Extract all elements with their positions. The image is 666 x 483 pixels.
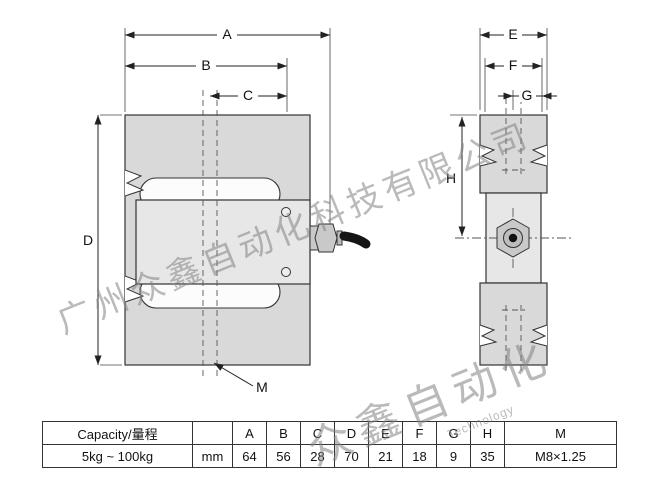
side-break-bl-icon bbox=[479, 324, 498, 347]
front-view: A B C D M bbox=[83, 26, 371, 395]
dim-label-e: E bbox=[508, 26, 517, 42]
side-break-tl-icon bbox=[479, 144, 498, 167]
dim-label-g: G bbox=[522, 87, 533, 103]
value-g: 9 bbox=[436, 444, 471, 468]
value-capacity: 5kg ~ 100kg bbox=[42, 444, 193, 468]
header-a: A bbox=[232, 421, 267, 445]
value-b: 56 bbox=[266, 444, 301, 468]
dimension-table: Capacity/量程 A B C D E F G H M 5kg ~ 100k… bbox=[42, 421, 617, 468]
dim-label-bg-b bbox=[196, 58, 216, 74]
front-top-break-bg bbox=[125, 170, 143, 196]
value-e: 21 bbox=[368, 444, 403, 468]
header-h: H bbox=[470, 421, 505, 445]
side-view: E F G H bbox=[446, 26, 573, 372]
header-e: E bbox=[368, 421, 403, 445]
value-d: 70 bbox=[334, 444, 369, 468]
side-bottom-block bbox=[479, 282, 548, 366]
header-c: C bbox=[300, 421, 335, 445]
value-f: 18 bbox=[402, 444, 437, 468]
header-d: D bbox=[334, 421, 369, 445]
value-m: M8×1.25 bbox=[504, 444, 617, 468]
dim-label-f: F bbox=[509, 57, 518, 73]
header-capacity: Capacity/量程 bbox=[42, 421, 193, 445]
dim-label-m: M bbox=[256, 379, 268, 395]
technical-drawing: A B C D M bbox=[83, 26, 573, 395]
table-value-row: 5kg ~ 100kg mm 64 56 28 70 21 18 9 35 M8… bbox=[42, 444, 617, 468]
table-header-row: Capacity/量程 A B C D E F G H M bbox=[42, 421, 617, 445]
value-h: 35 bbox=[470, 444, 505, 468]
header-m: M bbox=[504, 421, 617, 445]
header-f: F bbox=[402, 421, 437, 445]
dim-label-h: H bbox=[446, 170, 456, 186]
front-screw-hole-top bbox=[281, 207, 291, 217]
side-top-block bbox=[479, 114, 548, 194]
value-a: 64 bbox=[232, 444, 267, 468]
dim-label-a: A bbox=[222, 26, 232, 42]
dim-label-bg-c bbox=[238, 88, 258, 104]
header-unit bbox=[192, 421, 233, 445]
side-break-tr-icon bbox=[529, 144, 548, 167]
header-g: G bbox=[436, 421, 471, 445]
dim-label-c: C bbox=[243, 87, 253, 103]
dim-label-bg-a bbox=[217, 27, 237, 43]
cable-gland-nut bbox=[314, 223, 338, 253]
front-screw-hole-bottom bbox=[281, 267, 291, 277]
front-top-break-icon bbox=[124, 169, 145, 197]
dim-label-bg-f bbox=[504, 58, 522, 74]
header-b: B bbox=[266, 421, 301, 445]
side-break-br-icon bbox=[529, 324, 548, 347]
dim-label-bg-e bbox=[504, 27, 522, 43]
dim-label-bg-g bbox=[519, 88, 536, 102]
dim-label-d: D bbox=[83, 232, 93, 248]
cable bbox=[339, 231, 371, 249]
front-plate bbox=[135, 199, 311, 285]
side-cable-core bbox=[508, 233, 518, 243]
dim-label-b: B bbox=[201, 57, 210, 73]
dim-leader-m bbox=[213, 362, 254, 387]
value-unit: mm bbox=[192, 444, 233, 468]
value-c: 28 bbox=[300, 444, 335, 468]
